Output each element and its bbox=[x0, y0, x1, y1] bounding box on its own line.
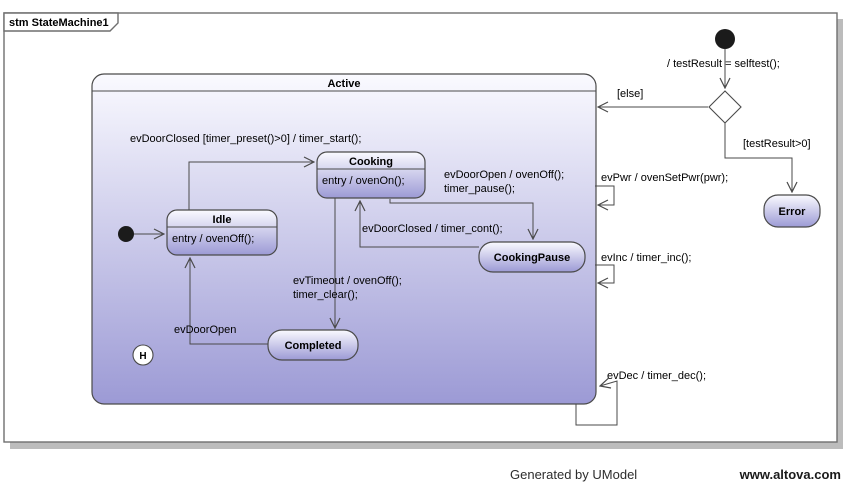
self-transition-evpwr[interactable] bbox=[595, 185, 615, 205]
state-error[interactable]: Error bbox=[763, 194, 821, 228]
initial-state-node[interactable] bbox=[118, 226, 134, 242]
transition-label-pause-to-cooking[interactable]: evDoorClosed / timer_cont(); bbox=[362, 223, 503, 235]
self-transition-evinc[interactable] bbox=[595, 264, 615, 283]
state-active[interactable]: Active bbox=[91, 73, 597, 405]
state-idle[interactable]: Idle entry / ovenOff(); bbox=[166, 209, 278, 256]
transition-label-idle-to-cooking[interactable]: evDoorClosed [timer_preset()>0] / timer_… bbox=[130, 133, 361, 145]
transition-label-completed-to-idle[interactable]: evDoorOpen bbox=[174, 324, 236, 336]
state-cookingpause[interactable]: CookingPause bbox=[478, 241, 586, 273]
transition-label-cooking-to-pause-1[interactable]: evDoorOpen / ovenOff(); bbox=[444, 169, 564, 181]
transition-label-evpwr[interactable]: evPwr / ovenSetPwr(pwr); bbox=[601, 172, 728, 184]
transition-cooking-to-cookingpause[interactable] bbox=[389, 199, 533, 239]
altova-website-text: www.altova.com bbox=[739, 467, 841, 482]
transition-label-testresult[interactable]: [testResult>0] bbox=[743, 138, 811, 150]
state-completed-body[interactable] bbox=[267, 329, 359, 361]
state-cooking[interactable]: Cooking entry / ovenOn(); bbox=[316, 151, 426, 199]
transition-completed-to-idle[interactable] bbox=[190, 258, 268, 345]
transition-cookingpause-to-cooking[interactable] bbox=[360, 201, 479, 248]
frame-title-tab bbox=[3, 12, 119, 32]
generated-by-text: Generated by UModel bbox=[510, 467, 637, 482]
transition-label-evinc[interactable]: evInc / timer_inc(); bbox=[601, 252, 691, 264]
state-completed[interactable]: Completed bbox=[267, 329, 359, 361]
transition-idle-to-cooking[interactable] bbox=[188, 162, 314, 210]
state-idle-entry-action: entry / ovenOff(); bbox=[172, 233, 254, 245]
state-completed-name: Completed bbox=[285, 340, 342, 352]
transition-label-cooking-to-completed-2[interactable]: timer_clear(); bbox=[293, 289, 358, 301]
state-idle-name: Idle bbox=[213, 214, 232, 226]
state-cookingpause-name: CookingPause bbox=[494, 252, 570, 264]
state-idle-body[interactable] bbox=[166, 209, 278, 256]
state-cookingpause-body[interactable] bbox=[478, 241, 586, 273]
transition-choice-to-error[interactable] bbox=[724, 123, 792, 192]
state-error-name: Error bbox=[779, 206, 807, 218]
transition-label-evdec[interactable]: evDec / timer_dec(); bbox=[607, 370, 706, 382]
state-cooking-name: Cooking bbox=[349, 156, 393, 168]
transition-label-selftest[interactable]: / testResult = selftest(); bbox=[667, 58, 780, 70]
state-cooking-entry-action: entry / ovenOn(); bbox=[322, 175, 405, 187]
shallow-history-node[interactable]: H bbox=[132, 344, 154, 366]
self-transition-evdec[interactable] bbox=[575, 381, 618, 426]
state-active-name: Active bbox=[327, 78, 360, 90]
choice-diamond[interactable] bbox=[708, 90, 742, 124]
state-error-body[interactable] bbox=[763, 194, 821, 228]
transition-label-cooking-to-pause-2[interactable]: timer_pause(); bbox=[444, 183, 515, 195]
frame-title: stm StateMachine1 bbox=[9, 17, 109, 29]
state-active-body[interactable] bbox=[91, 73, 597, 405]
transition-label-cooking-to-completed-1[interactable]: evTimeout / ovenOff(); bbox=[293, 275, 402, 287]
transition-label-else[interactable]: [else] bbox=[617, 88, 643, 100]
initial-state-node-top[interactable] bbox=[715, 29, 735, 49]
state-cooking-body[interactable] bbox=[316, 151, 426, 199]
history-label: H bbox=[139, 351, 146, 362]
